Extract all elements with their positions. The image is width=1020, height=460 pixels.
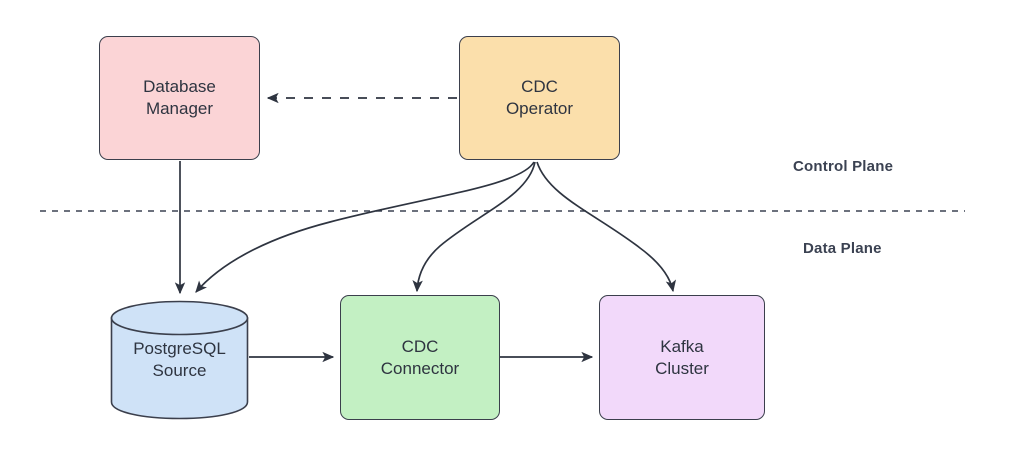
database-cylinder-icon [110, 300, 249, 420]
node-database-manager-label: Database Manager [143, 77, 216, 118]
data-plane-label: Data Plane [803, 240, 882, 257]
edge-cdc-operator-to-postgres [195, 161, 535, 293]
node-cdc-operator-label: CDC Operator [505, 77, 574, 118]
node-kafka-cluster-label: Kafka Cluster [655, 336, 709, 378]
node-kafka-cluster[interactable]: Kafka Cluster [599, 295, 765, 420]
edge-cdc-operator-to-kafka [536, 161, 677, 293]
node-database-manager[interactable]: Database Manager [99, 36, 260, 160]
node-postgresql-source-label: PostgreSQL Source [133, 339, 226, 380]
control-plane-label: Control Plane [793, 158, 894, 175]
node-cdc-connector[interactable]: CDC Connector [340, 295, 500, 420]
node-cdc-operator[interactable]: CDC Operator [459, 36, 620, 160]
node-cdc-connector-label: CDC Connector [380, 336, 460, 378]
node-postgresql-source[interactable]: PostgreSQL Source [110, 300, 249, 420]
edge-cdc-operator-to-cdc-connector [412, 161, 536, 293]
